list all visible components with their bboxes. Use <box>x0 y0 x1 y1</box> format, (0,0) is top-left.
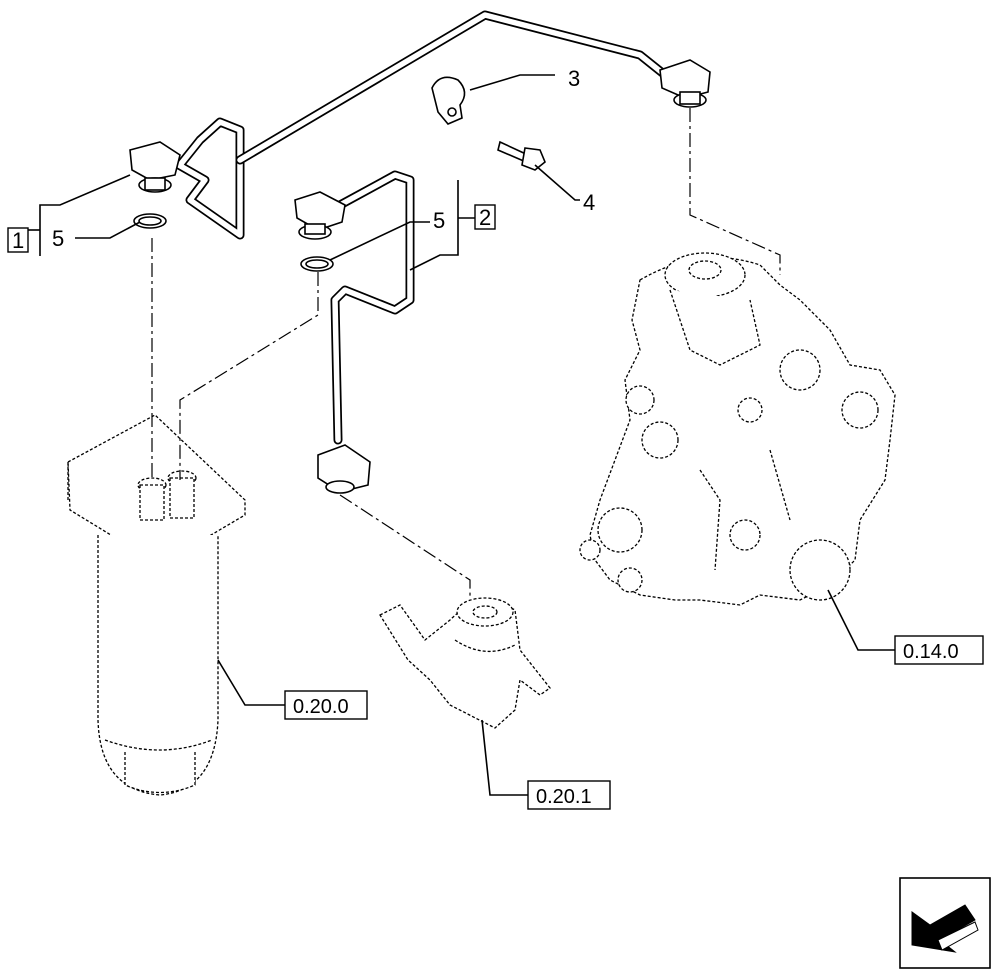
ref-box-injection-pump[interactable]: 0.14.0 <box>894 635 984 665</box>
leader-lines <box>28 74 895 796</box>
ref-box-fuel-filter[interactable]: 0.20.0 <box>284 690 368 720</box>
connection-lines <box>151 108 781 600</box>
callout-3: 3 <box>568 66 580 91</box>
injection-pump[interactable] <box>579 252 896 606</box>
ref-box-feed-pump[interactable]: 0.20.1 <box>527 780 611 810</box>
ref-feed-pump: 0.20.1 <box>536 786 592 808</box>
bolt[interactable] <box>497 140 546 171</box>
callout-5-right: 5 <box>433 208 445 233</box>
group-box-1: 1 <box>7 227 29 253</box>
ref-fuel-filter: 0.20.0 <box>293 696 349 718</box>
fuel-feed-pump[interactable] <box>379 597 551 729</box>
o-ring-right[interactable] <box>300 256 334 272</box>
o-ring-left[interactable] <box>133 213 167 229</box>
banjo-fitting-left[interactable] <box>129 141 181 193</box>
fuel-pipe-1[interactable] <box>165 10 670 240</box>
arrow-back-icon[interactable] <box>899 877 991 969</box>
callout-4: 4 <box>583 190 595 215</box>
group-label-1: 1 <box>12 228 24 253</box>
group-box-2: 2 <box>474 204 496 230</box>
fuel-pipe-2[interactable] <box>330 170 415 445</box>
ref-injection-pump: 0.14.0 <box>903 641 959 663</box>
pipe-clamp[interactable] <box>431 76 466 125</box>
fuel-filter[interactable] <box>67 414 246 796</box>
banjo-fitting-lower[interactable] <box>317 444 371 494</box>
banjo-fitting-upper[interactable] <box>294 191 346 240</box>
group-label-2: 2 <box>479 205 491 230</box>
banjo-fitting-right[interactable] <box>659 59 711 108</box>
callout-5-left: 5 <box>52 226 64 251</box>
